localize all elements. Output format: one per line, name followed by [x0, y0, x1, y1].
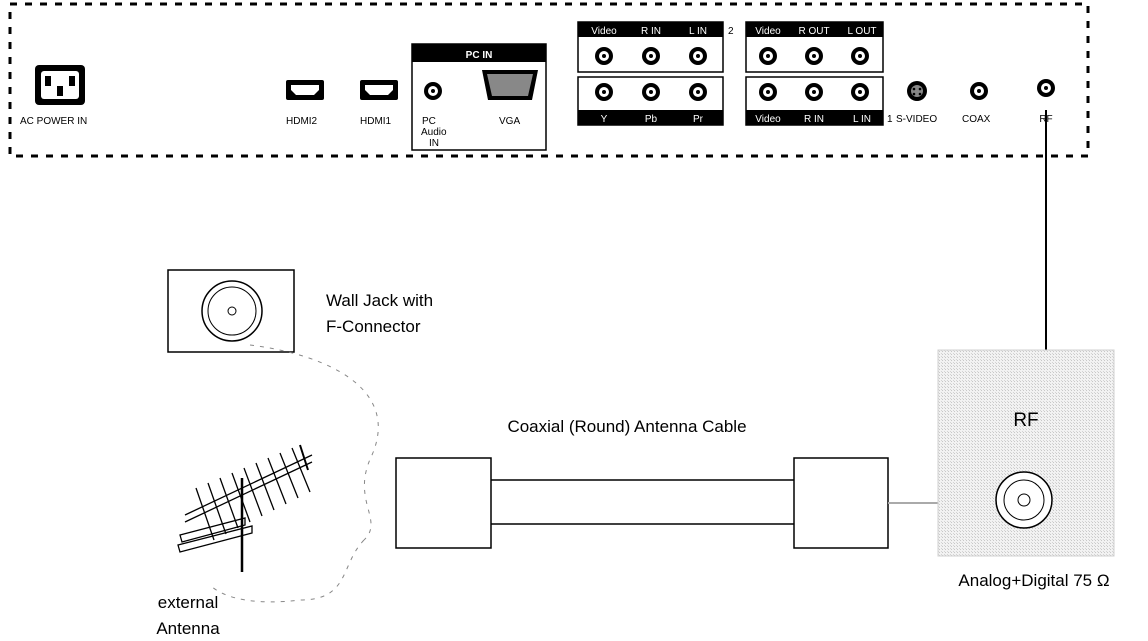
wall-jack-dotted-link — [249, 344, 379, 541]
component-label-pr: Pr — [693, 114, 704, 125]
coaxial-cable — [395, 457, 938, 549]
pc-audio-label-1: PC — [422, 116, 436, 127]
av-in-2-label-video: Video — [591, 26, 617, 37]
hdmi2-label: HDMI2 — [286, 116, 318, 127]
component-group: Y Pb Pr — [577, 76, 724, 126]
av-in-1-label-r: R IN — [804, 114, 824, 125]
av-out-label-video: Video — [755, 26, 781, 37]
av-in-2-label-l: L IN — [689, 26, 707, 37]
panel-outline — [8, 2, 1090, 158]
av-out-jacks — [759, 47, 869, 65]
antenna-icon — [177, 444, 313, 572]
wall-jack — [167, 269, 295, 353]
rf-detail-spec: Analog+Digital 75 Ω — [958, 571, 1109, 590]
ac-power-label: AC POWER IN — [20, 116, 87, 127]
tv-back-panel: AC POWER IN HDMI2 HDMI1 PC IN PC Audio I… — [8, 2, 1090, 158]
component-label-pb: Pb — [645, 114, 658, 125]
rf-detail: RF — [937, 349, 1115, 557]
cable-label: Coaxial (Round) Antenna Cable — [507, 417, 746, 436]
antenna-dotted-link — [209, 539, 365, 603]
av-in-1-label-video: Video — [755, 114, 781, 125]
cable-connector-right — [793, 457, 889, 549]
antenna-label-2: Antenna — [156, 619, 220, 638]
ac-power-port: AC POWER IN — [20, 65, 87, 127]
pc-in-group: PC IN PC Audio IN VGA — [411, 43, 547, 151]
av-in-1-label-l: L IN — [853, 114, 871, 125]
hdmi1-port: HDMI1 — [360, 80, 398, 127]
pc-audio-label-2: Audio — [421, 127, 447, 138]
av-out-label-r: R OUT — [798, 26, 829, 37]
component-label-y: Y — [601, 114, 608, 125]
av-in-2-number: 2 — [728, 26, 734, 37]
pc-in-header: PC IN — [466, 50, 493, 61]
pc-audio-label-3: IN — [429, 138, 439, 149]
cable-connector-left — [395, 457, 492, 549]
av-out-label-l: L OUT — [847, 26, 876, 37]
av-in-1-number: 1 — [887, 114, 893, 125]
svideo-port: S-VIDEO — [896, 81, 937, 125]
antenna-label-1: external — [158, 593, 218, 612]
rf-detail-title: RF — [1013, 410, 1038, 431]
coax-port: COAX — [962, 82, 991, 125]
av-in-1-group: Video R IN L IN 1 — [745, 76, 893, 126]
av-in-2-jacks — [595, 47, 707, 65]
hdmi1-label: HDMI1 — [360, 116, 392, 127]
hdmi2-port: HDMI2 — [286, 80, 324, 127]
wall-jack-label-2: F-Connector — [326, 317, 421, 336]
av-in-2-group: Video R IN L IN 2 — [577, 21, 734, 73]
wall-jack-label-1: Wall Jack with — [326, 291, 433, 310]
av-in-2-label-r: R IN — [641, 26, 661, 37]
coax-label: COAX — [962, 114, 991, 125]
vga-label: VGA — [499, 116, 520, 127]
av-out-group: Video R OUT L OUT — [745, 21, 884, 73]
svideo-label: S-VIDEO — [896, 114, 937, 125]
